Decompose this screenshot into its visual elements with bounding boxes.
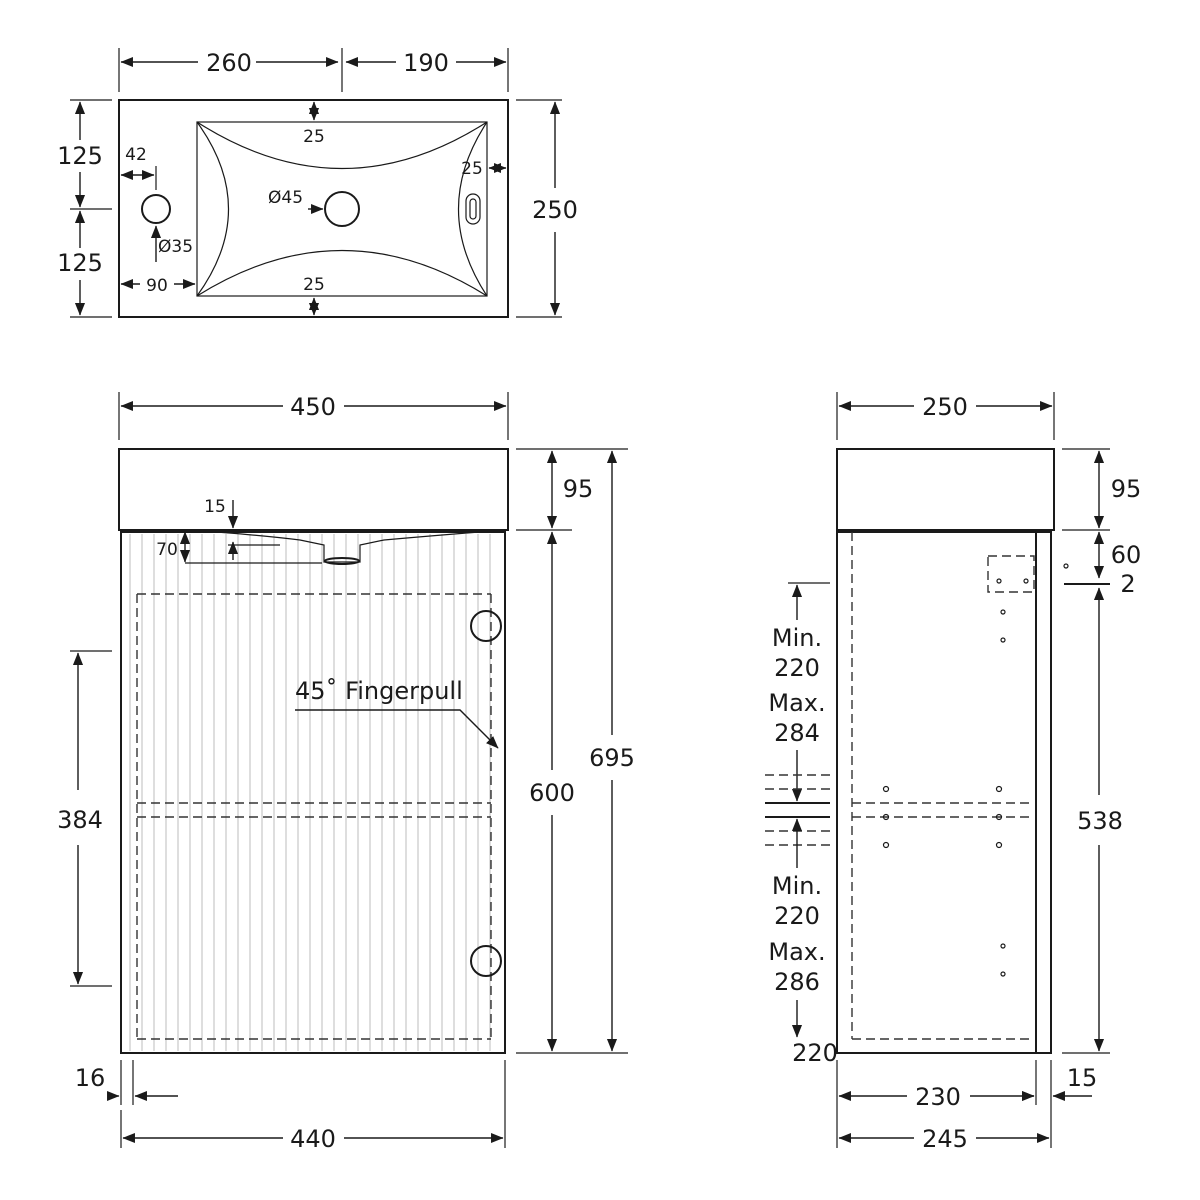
dim-waste-depth: 70 xyxy=(156,540,178,560)
dim-top-gap: 60 xyxy=(1111,541,1142,569)
basin-bowl-outline xyxy=(196,121,488,297)
upper-max-value: 284 xyxy=(774,719,820,747)
dim-hinge-spacing: 384 xyxy=(57,806,103,834)
side-cabinet-outline xyxy=(836,531,1052,1054)
dim-depth-lower: 125 xyxy=(57,249,103,277)
upper-min-label: Min. xyxy=(772,624,822,652)
dim-side-cabinet-height: 538 xyxy=(1077,807,1123,835)
hinge-upper xyxy=(470,610,502,642)
dim-waste-offset: 15 xyxy=(204,497,226,517)
dim-cabinet-width: 440 xyxy=(290,1125,336,1153)
front-cabinet-door xyxy=(120,531,506,1054)
bowl-curve-right xyxy=(458,121,488,297)
dim-total-depth: 245 xyxy=(922,1125,968,1153)
dim-tap-offset: 42 xyxy=(125,145,147,165)
lower-min-value: 220 xyxy=(774,902,820,930)
waste-outlet xyxy=(324,557,360,565)
dim-depth-upper: 125 xyxy=(57,142,103,170)
side-hinge-hidden xyxy=(987,555,1035,593)
side-view: 250 95 60 2 538 Min. 220 Max. 284 Min. 2… xyxy=(765,392,1141,1153)
door-flutes xyxy=(129,534,491,1051)
dim-door-thickness: 15 xyxy=(1067,1064,1098,1092)
dim-side-depth: 250 xyxy=(922,393,968,421)
dim-front-width: 450 xyxy=(290,393,336,421)
lower-max-label: Max. xyxy=(768,938,825,966)
dim-front-cabinet-height: 600 xyxy=(529,779,575,807)
dim-side-basin-height: 95 xyxy=(1111,475,1142,503)
dim-width-left: 260 xyxy=(206,49,252,77)
upper-max-label: Max. xyxy=(768,689,825,717)
dim-depth-total: 250 xyxy=(532,196,578,224)
bowl-curve-bottom xyxy=(196,250,488,297)
front-view: 450 95 600 695 15 70 45˚ Fingerpull 384 xyxy=(57,392,635,1153)
upper-min-value: 220 xyxy=(774,654,820,682)
tap-hole xyxy=(141,194,171,224)
fingerpull-leader xyxy=(295,709,499,749)
top-view: 260 190 250 125 125 42 Ø35 90 25 25 xyxy=(57,48,578,318)
dim-rim-bottom: 25 xyxy=(303,275,325,295)
dim-front-overall-height: 695 xyxy=(589,744,635,772)
hinge-lower xyxy=(470,945,502,977)
shelf-pin-holes xyxy=(882,563,1069,977)
dim-cabinet-depth: 230 xyxy=(915,1083,961,1111)
dim-front-basin-height: 95 xyxy=(563,475,594,503)
dim-gap: 2 xyxy=(1120,570,1135,598)
lower-min-label: Min. xyxy=(772,872,822,900)
dim-rim-top: 25 xyxy=(303,127,325,147)
overflow-slot-inner xyxy=(469,198,477,220)
basin-top-outline xyxy=(118,99,509,318)
bowl-curve-top xyxy=(196,121,488,169)
dim-basin-offset: 90 xyxy=(146,276,168,296)
lower-max-value: 286 xyxy=(774,968,820,996)
front-basin-outline xyxy=(118,448,509,531)
dim-rim-right: 25 xyxy=(461,159,483,179)
basin-underside xyxy=(189,529,506,563)
bottom-value: 220 xyxy=(792,1039,838,1067)
overflow-slot xyxy=(465,193,481,225)
dim-width-right: 190 xyxy=(403,49,449,77)
side-basin-outline xyxy=(836,448,1055,531)
dim-waste-hole: Ø45 xyxy=(268,188,303,208)
fingerpull-label: 45˚ Fingerpull xyxy=(295,677,463,705)
bowl-curve-left xyxy=(196,121,229,297)
dim-tap-hole: Ø35 xyxy=(158,237,193,257)
dim-door-inset: 16 xyxy=(75,1064,106,1092)
waste-hole xyxy=(324,191,360,227)
